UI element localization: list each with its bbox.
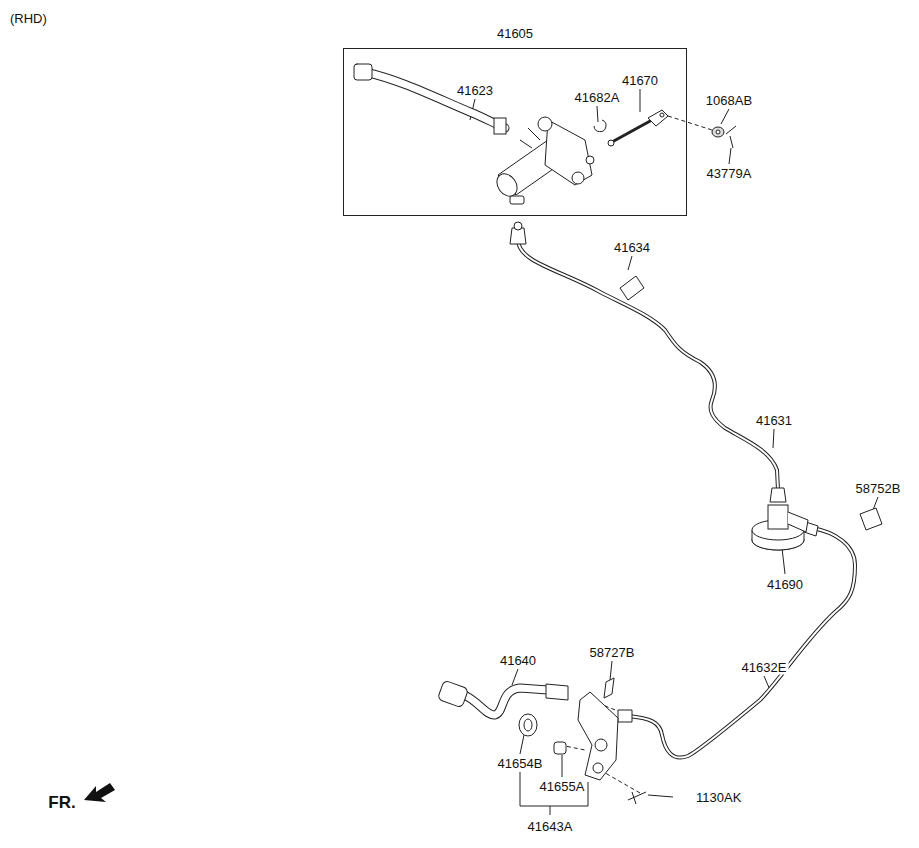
callout-number: (RHD) [8, 11, 49, 26]
pipe [462, 240, 855, 758]
bracket-41643A [554, 742, 566, 754]
master-cylinder [586, 156, 594, 164]
pipe [518, 240, 778, 490]
leader-line [773, 429, 774, 448]
callout-number: 1130AK [694, 790, 743, 805]
master-cylinder [538, 117, 552, 131]
callout-number: 41605 [495, 26, 535, 41]
push-rod [594, 120, 606, 132]
push-rod [716, 130, 720, 134]
bracket-41643A [595, 739, 607, 751]
leader-line [668, 116, 712, 130]
leader-line [600, 770, 640, 793]
callout-number: 58727B [588, 645, 637, 660]
callout-number: 41654B [496, 756, 545, 771]
callout-number: 41640 [498, 653, 538, 668]
bracket-41643A [519, 692, 646, 804]
push-rod [648, 110, 668, 126]
fittings [604, 678, 614, 698]
callout-number: 43779A [705, 166, 754, 181]
callout-number: 41623 [455, 83, 495, 98]
pipe [462, 688, 548, 715]
leader-line [512, 669, 518, 685]
hose-41623 [494, 118, 506, 134]
front-arrow [84, 783, 115, 802]
master-cylinder [572, 172, 584, 184]
leader-line [729, 148, 731, 164]
fittings [860, 508, 882, 530]
fittings [770, 488, 786, 502]
callout-number: 41682A [573, 90, 622, 105]
push-rod [594, 110, 736, 148]
leader-line [597, 106, 598, 122]
push-rod [612, 120, 652, 142]
callout-number: 41632E [740, 660, 789, 675]
callout-number: 58752B [854, 481, 903, 496]
callout-number: 41690 [765, 577, 805, 592]
fittings [437, 680, 468, 708]
reservoir-41690 [768, 505, 788, 529]
fittings [437, 222, 882, 722]
callout-number: 41634 [612, 240, 652, 255]
fittings [618, 710, 632, 722]
leader-line [470, 89, 878, 815]
leader-line [640, 89, 641, 112]
leader-line [628, 256, 632, 270]
hose-41623 [354, 64, 372, 80]
master-cylinder [493, 170, 522, 200]
master-cylinder [510, 196, 524, 204]
leader-line [550, 806, 551, 815]
fittings [514, 222, 522, 230]
callout-number: FR. [46, 795, 77, 810]
leader-line [562, 755, 563, 777]
callout-number: 1068AB [704, 93, 754, 108]
leader-line [648, 795, 673, 797]
leader-line [610, 661, 612, 680]
front-arrow [84, 783, 115, 802]
pipe [628, 528, 855, 758]
master-cylinder [520, 128, 540, 148]
bracket-41643A [524, 719, 532, 731]
reservoir-41690 [752, 505, 808, 550]
bracket-41643A [593, 763, 603, 773]
push-rod [660, 113, 664, 117]
push-rod [608, 140, 614, 146]
reservoir-41690 [788, 512, 808, 532]
bracket-41643A [578, 692, 618, 780]
master-cylinder [493, 117, 594, 204]
callout-number: 41643A [526, 819, 575, 834]
hose-41623 [354, 64, 506, 134]
master-cylinder [545, 120, 592, 185]
push-rod [726, 126, 736, 148]
callout-number: 41655A [538, 779, 587, 794]
pipe [628, 528, 855, 758]
callout-number: 41631 [754, 413, 794, 428]
bracket-41643A [628, 792, 646, 804]
leader-line [721, 109, 729, 124]
bracket-41643A [519, 714, 537, 736]
pipe [518, 240, 778, 490]
leader-line [520, 735, 524, 754]
leader-line [782, 548, 785, 574]
push-rod [712, 127, 724, 137]
hose-41623 [365, 72, 505, 128]
pipe [462, 688, 548, 715]
hose-41623 [365, 72, 505, 128]
fittings [620, 276, 644, 300]
fittings [546, 684, 568, 700]
callout-number: 41670 [620, 73, 660, 88]
leader-line [520, 772, 588, 806]
